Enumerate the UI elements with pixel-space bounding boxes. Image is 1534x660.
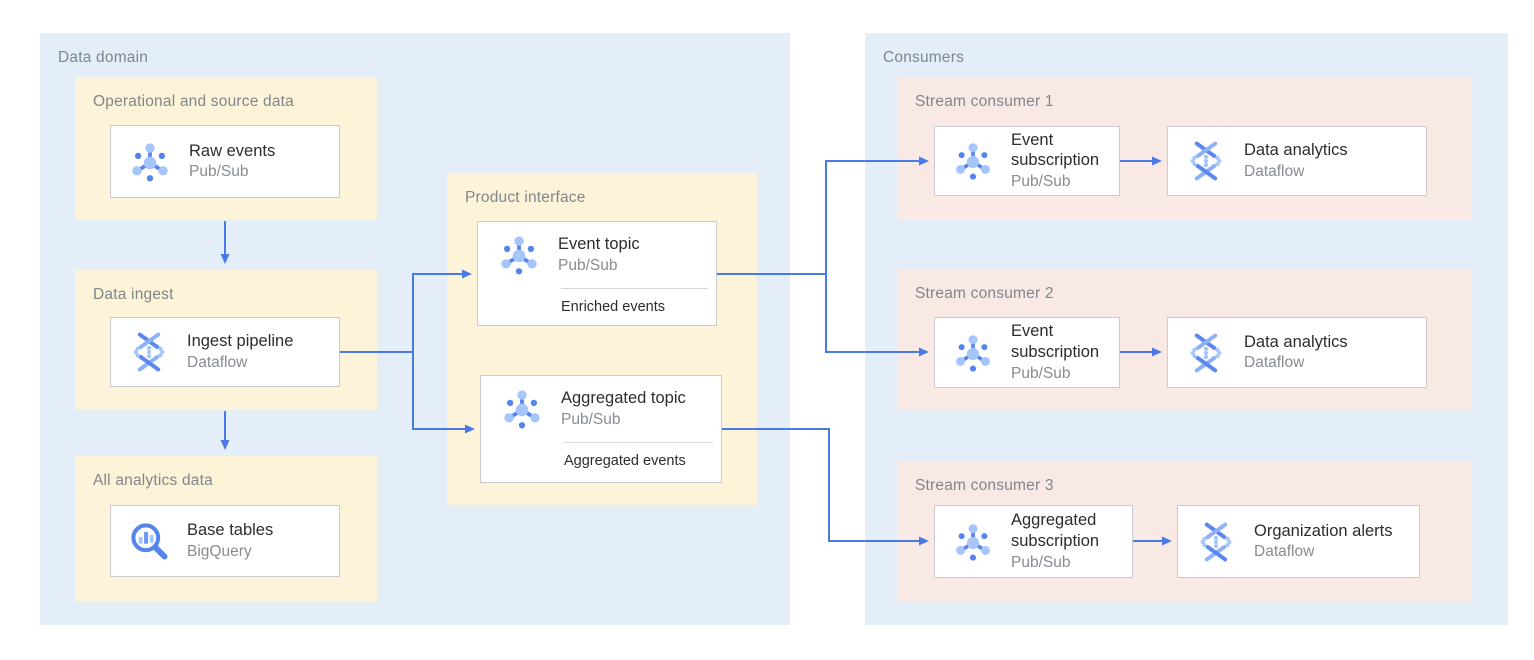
operational-group-label: Operational and source data [93,93,295,110]
card-product: Pub/Sub [1011,173,1071,191]
stream-consumer-3-label: Stream consumer 3 [915,477,1054,494]
raw-events-card: Raw events Pub/Sub [110,125,340,198]
pubsub-icon [951,520,995,564]
card-product: Pub/Sub [189,163,249,181]
event-subscription-card-1: Event subscription Pub/Sub [934,126,1120,196]
data-domain-label: Data domain [58,49,149,66]
product-interface-label: Product interface [465,189,586,206]
pubsub-icon [127,139,173,185]
card-title: Organization alerts [1254,521,1393,540]
dataflow-icon [1184,331,1228,375]
aggregated-topic-tag: Aggregated events [564,453,686,469]
card-product: Dataflow [1244,162,1305,180]
data-analytics-card-2: Data analytics Dataflow [1167,317,1427,388]
card-title: Aggregated subscription [1011,511,1100,550]
card-title: Raw events [189,141,276,160]
divider [561,288,708,289]
card-title: Ingest pipeline [187,332,294,351]
card-title: Event topic [558,235,640,254]
card-product: Pub/Sub [561,410,621,428]
organization-alerts-card: Organization alerts Dataflow [1177,505,1420,578]
ingest-pipeline-card: Ingest pipeline Dataflow [110,317,340,387]
data-ingest-group-label: Data ingest [93,286,174,303]
base-tables-card: Base tables BigQuery [110,505,340,577]
event-topic-tag: Enriched events [561,299,665,315]
event-topic-card: Event topic Pub/Sub Enriched events [477,221,717,326]
card-product: Pub/Sub [1011,364,1071,382]
card-product: Dataflow [1254,543,1315,561]
dataflow-icon [1184,139,1228,183]
dataflow-icon [1194,520,1238,564]
consumers-label: Consumers [883,49,965,66]
card-product: Pub/Sub [1011,553,1071,571]
card-product: Pub/Sub [558,256,618,274]
data-analytics-card-1: Data analytics Dataflow [1167,126,1427,196]
analytics-group-label: All analytics data [93,472,213,489]
event-subscription-card-2: Event subscription Pub/Sub [934,317,1120,388]
card-product: Dataflow [1244,354,1305,372]
card-title: Data analytics [1244,332,1348,351]
pubsub-icon [951,139,995,183]
stream-consumer-1-label: Stream consumer 1 [915,93,1054,110]
divider [564,442,713,443]
aggregated-subscription-card: Aggregated subscription Pub/Sub [934,505,1133,578]
card-title: Base tables [187,521,274,540]
bigquery-icon [127,519,171,563]
aggregated-topic-card: Aggregated topic Pub/Sub Aggregated even… [480,375,722,483]
card-title: Event subscription [1011,322,1100,361]
card-title: Event subscription [1011,130,1100,170]
dataflow-icon [127,330,171,374]
card-title: Aggregated topic [561,389,686,408]
stream-consumer-2-label: Stream consumer 2 [915,285,1054,302]
pubsub-icon [496,232,542,278]
pubsub-icon [951,331,995,375]
card-product: Dataflow [187,353,248,371]
card-title: Data analytics [1244,141,1348,160]
card-product: BigQuery [187,542,252,560]
pubsub-icon [499,386,545,432]
